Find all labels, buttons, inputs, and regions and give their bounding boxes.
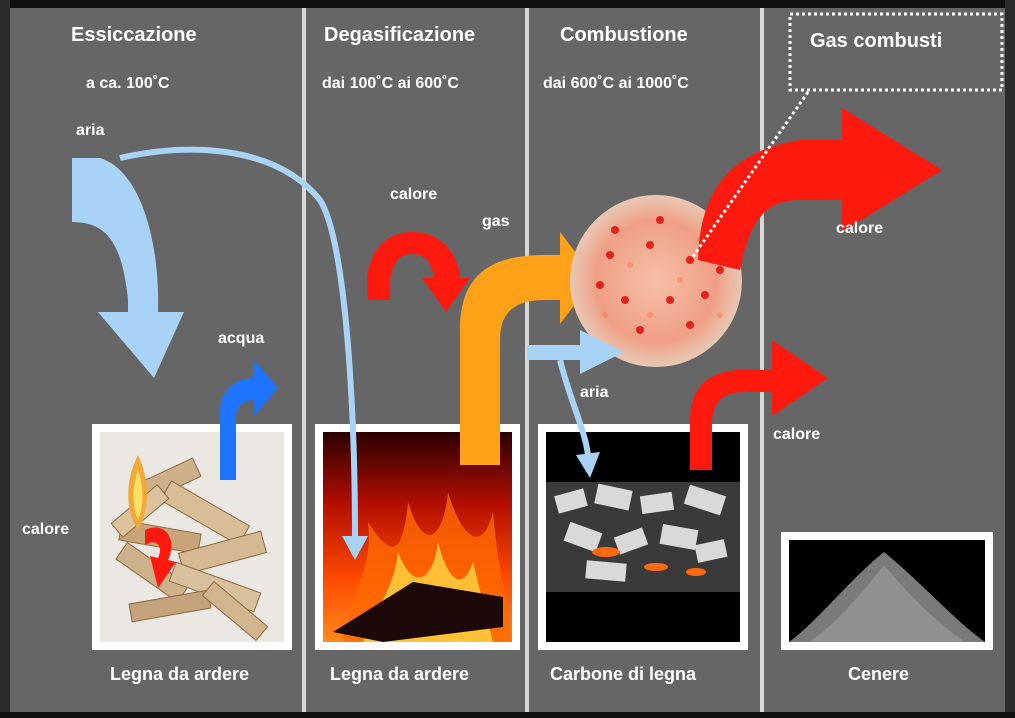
combustion-title: Combustione — [560, 24, 688, 46]
heat-arrow-degassing — [366, 232, 470, 312]
bottom-border — [0, 712, 1015, 718]
caption-charcoal: Carbone di legna — [550, 664, 697, 684]
flue-gas-box — [788, 12, 1004, 92]
flue-gas-title: Gas combusti — [810, 30, 943, 52]
heat-label-flue-upper: calore — [836, 220, 884, 237]
right-border — [1005, 0, 1015, 718]
left-border — [0, 0, 10, 718]
gas-arrow — [460, 232, 595, 465]
air-line-arrow — [119, 146, 358, 541]
column-divider — [302, 8, 306, 712]
heat-arrow-firewood — [145, 527, 176, 588]
drying-title: Essiccazione — [71, 24, 197, 46]
air-line-combustion — [557, 359, 591, 456]
caption-ash: Cenere — [848, 664, 910, 684]
air-label-combustion: aria — [580, 384, 609, 401]
flue-gas-pointer — [690, 91, 810, 259]
heat-arrow-flue-large — [698, 108, 942, 270]
column-divider — [760, 8, 764, 712]
water-label: acqua — [218, 330, 265, 347]
air-arrow-drying — [72, 158, 184, 378]
caption-burning-wood: Legna da ardere — [330, 664, 470, 684]
air-arrow-combustion — [527, 330, 624, 374]
sphere-particles — [596, 216, 724, 334]
air-line-arrowhead — [342, 536, 368, 560]
combustion-temperature: dai 600˚C ai 1000˚C — [543, 75, 689, 92]
heat-label-degassing: calore — [390, 186, 438, 203]
water-arrow — [220, 360, 278, 480]
degassing-temperature: dai 100˚C ai 600˚C — [322, 75, 459, 92]
ash-photo — [781, 532, 993, 650]
firewood-photo — [92, 424, 292, 650]
air-line-combustion-arrowhead — [576, 452, 600, 478]
heat-label-flue-lower: calore — [773, 426, 821, 443]
heat-arrow-flue-small — [690, 340, 828, 470]
heat-label-left: calore — [22, 521, 70, 538]
top-border — [0, 0, 1015, 8]
degassing-title: Degasificazione — [324, 24, 476, 46]
gas-label: gas — [482, 213, 510, 230]
drying-temperature: a ca. 100˚C — [86, 75, 170, 92]
caption-firewood: Legna da ardere — [110, 664, 250, 684]
air-label-top: aria — [76, 122, 105, 139]
